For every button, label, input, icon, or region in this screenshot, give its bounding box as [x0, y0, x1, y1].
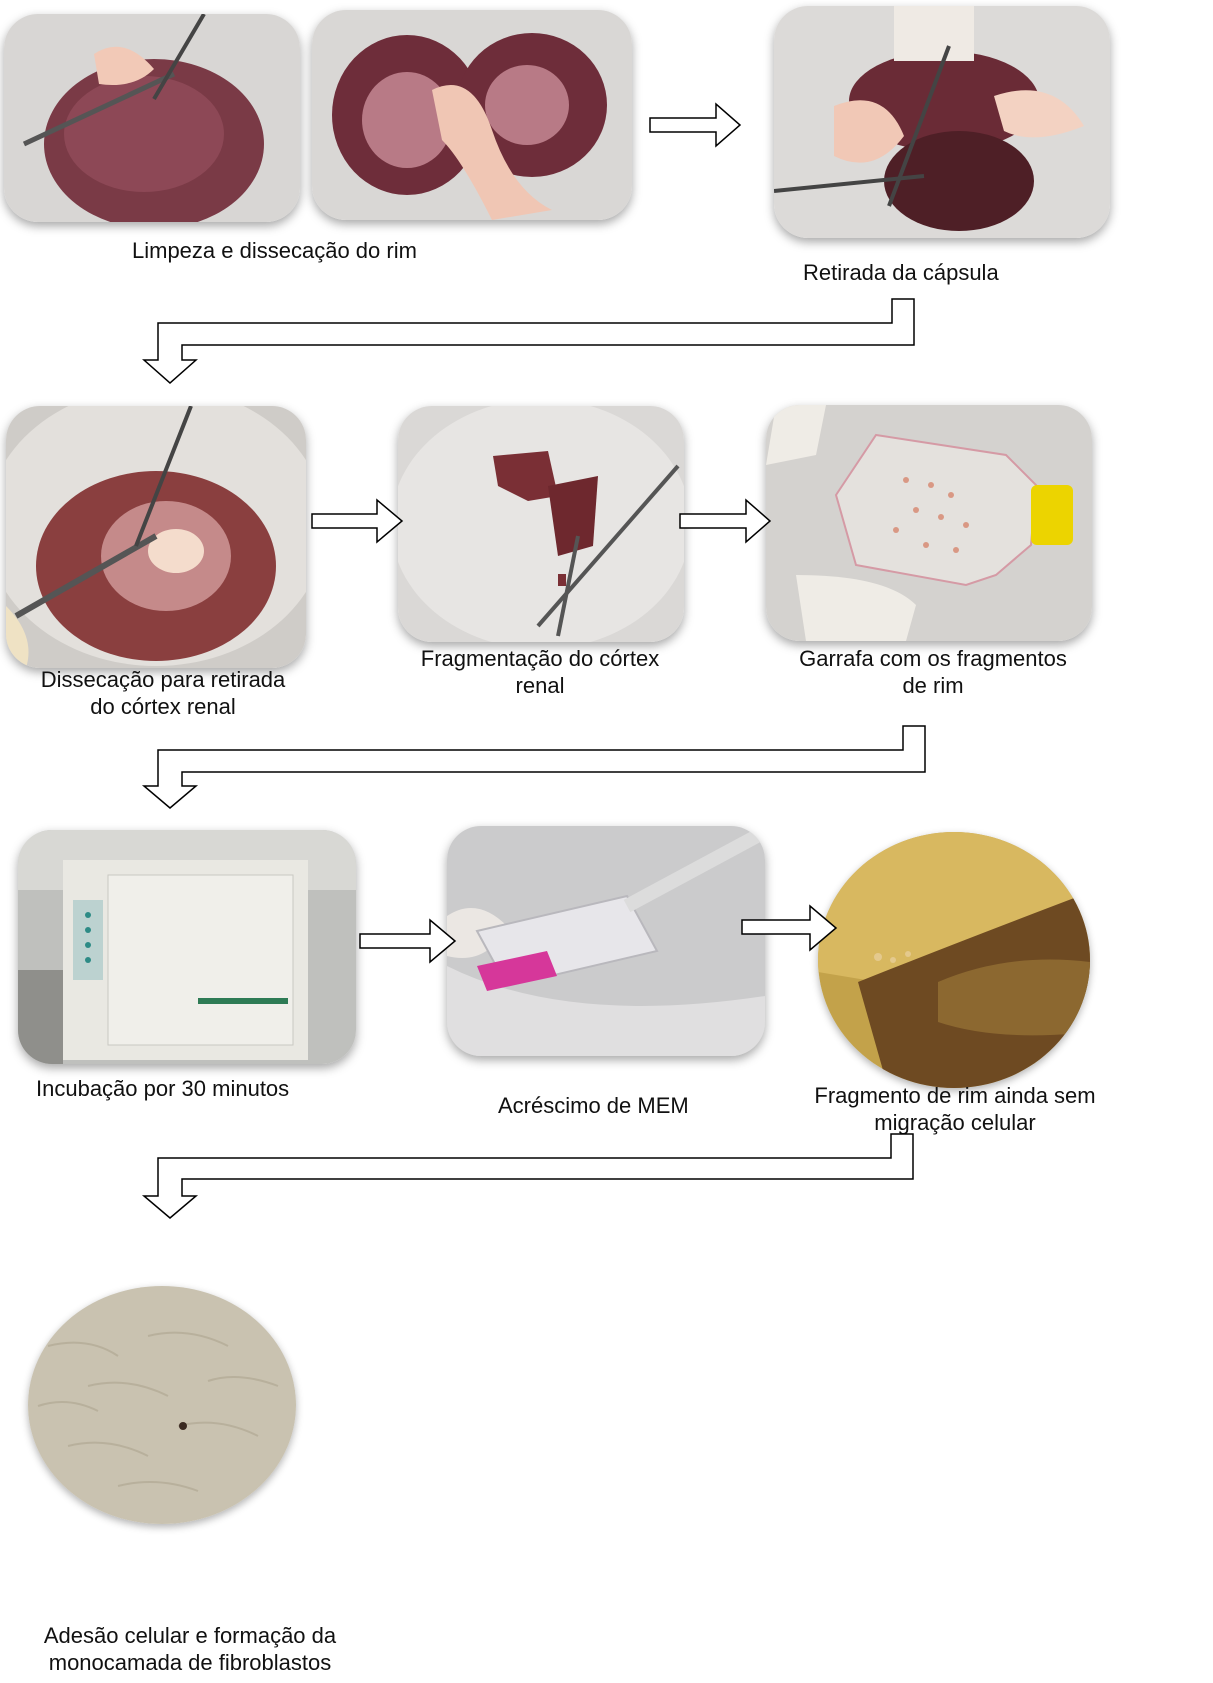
arrow-elbow-1 [144, 299, 914, 383]
arrow-right-5 [742, 906, 836, 950]
arrow-elbow-3 [144, 1134, 913, 1218]
arrow-right-3 [680, 500, 770, 542]
arrow-right-4 [360, 920, 455, 962]
arrow-right-1 [650, 104, 740, 146]
arrow-right-2 [312, 500, 402, 542]
arrow-elbow-2 [144, 726, 925, 808]
